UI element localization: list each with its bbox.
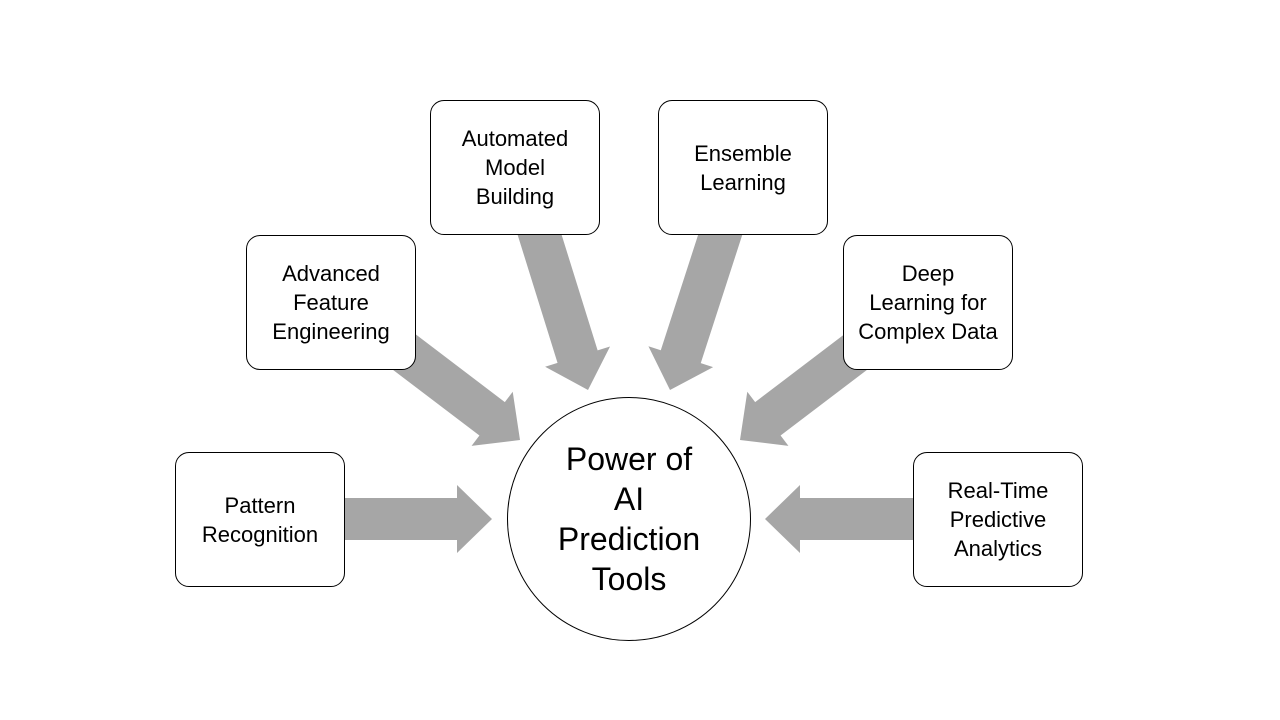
- node-real-time-analytics: Real-Time Predictive Analytics: [913, 452, 1083, 587]
- arrow-advanced-feature-engineering-to-center: [382, 328, 520, 446]
- node-advanced-feature-engineering: Advanced Feature Engineering: [246, 235, 416, 370]
- arrow-pattern-recognition-to-center: [330, 485, 492, 553]
- arrow-real-time-analytics-to-center: [765, 485, 930, 553]
- node-ensemble-learning: Ensemble Learning: [658, 100, 828, 235]
- node-deep-learning: Deep Learning for Complex Data: [843, 235, 1013, 370]
- arrow-automated-model-building-to-center: [514, 213, 611, 390]
- node-automated-model-building: Automated Model Building: [430, 100, 600, 235]
- center-node: Power of AI Prediction Tools: [507, 397, 751, 641]
- arrow-ensemble-learning-to-center: [648, 213, 745, 390]
- node-pattern-recognition: Pattern Recognition: [175, 452, 345, 587]
